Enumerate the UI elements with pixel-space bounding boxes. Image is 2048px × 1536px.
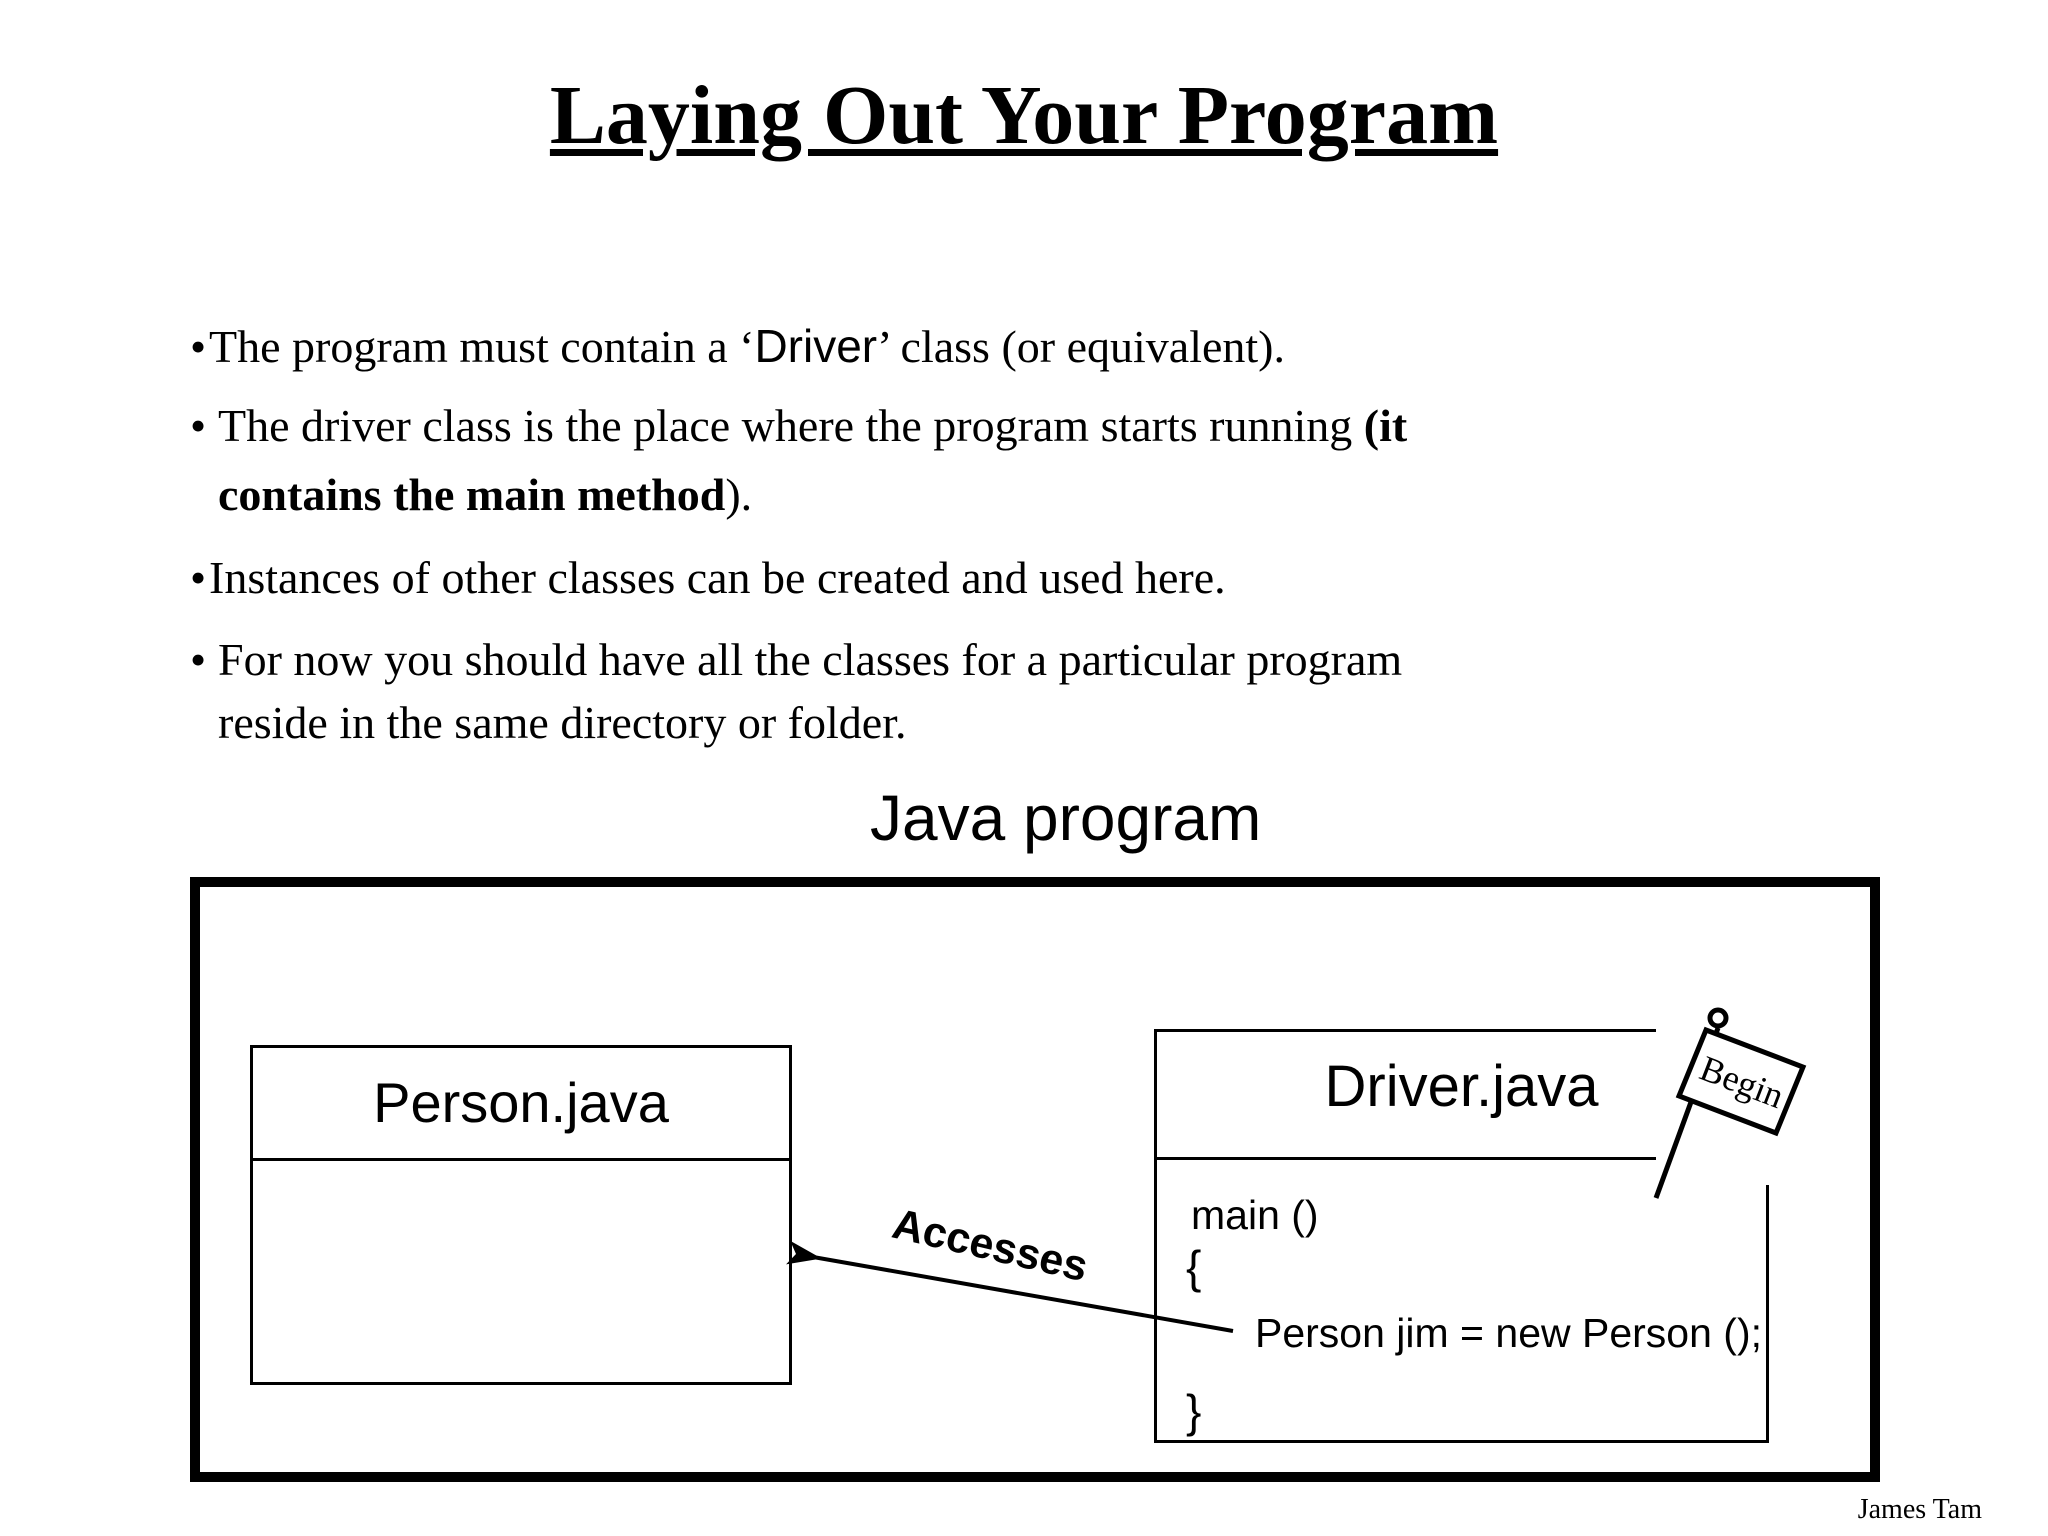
bullet-icon: • (190, 634, 207, 685)
diagram-caption: Java program (870, 782, 1262, 854)
person-class-header: Person.java (253, 1048, 789, 1161)
bullet-1-text: The program must contain a ‘Driver’ clas… (209, 321, 1285, 373)
bullet-1-pre: The program must contain a ‘ (209, 321, 755, 372)
bullet-4-line-2: reside in the same directory or folder. (218, 697, 907, 748)
driver-box-top-edge (1154, 1029, 1656, 1032)
bullet-2-bold-2: contains the main method (218, 469, 726, 520)
bullet-2-bold: (it (1363, 400, 1408, 451)
code-line-main: main () (1191, 1192, 1319, 1238)
driver-box-right-edge (1766, 1185, 1769, 1443)
bullet-item-2: • The driver class is the place where th… (190, 400, 1408, 452)
bullet-item-1: • The program must contain a ‘Driver’ cl… (190, 321, 1285, 373)
bullet-1-post: ’ class (or equivalent). (877, 321, 1285, 372)
driver-box-divider (1154, 1157, 1656, 1160)
bullet-2-line-2: contains the main method). (218, 469, 753, 521)
bullet-4-line-1: For now you should have all the classes … (218, 634, 1403, 685)
page-title: Laying Out Your Program (549, 69, 1499, 162)
bullet-item-2-continued: contains the main method). (218, 469, 753, 521)
bullet-icon: • (190, 400, 207, 451)
code-line-statement: Person jim = new Person (); (1255, 1310, 1762, 1356)
driver-box-bottom-edge (1154, 1440, 1769, 1443)
code-line-close-brace: } (1186, 1385, 1202, 1437)
person-class-title: Person.java (373, 1071, 669, 1134)
bullet-1-driver-word: Driver (754, 320, 878, 372)
person-class-box: Person.java (250, 1045, 792, 1385)
bullet-2-normal: The driver class is the place where the … (218, 400, 1364, 451)
bullet-3-text: Instances of other classes can be create… (209, 552, 1226, 603)
code-line-open-brace: { (1186, 1241, 1202, 1293)
bullet-item-4-continued: reside in the same directory or folder. (218, 697, 907, 749)
driver-class-title: Driver.java (1324, 1054, 1599, 1119)
author-credit: James Tam (1857, 1494, 1982, 1525)
bullet-icon: • (190, 552, 207, 603)
bullet-item-4: • For now you should have all the classe… (190, 634, 1403, 686)
bullet-2-line-1: The driver class is the place where the … (218, 400, 1408, 452)
bullet-item-3: • Instances of other classes can be crea… (190, 552, 1226, 604)
bullet-2-normal-2: ). (725, 469, 753, 520)
driver-box-left-edge (1154, 1029, 1157, 1443)
bullet-icon: • (190, 321, 207, 372)
